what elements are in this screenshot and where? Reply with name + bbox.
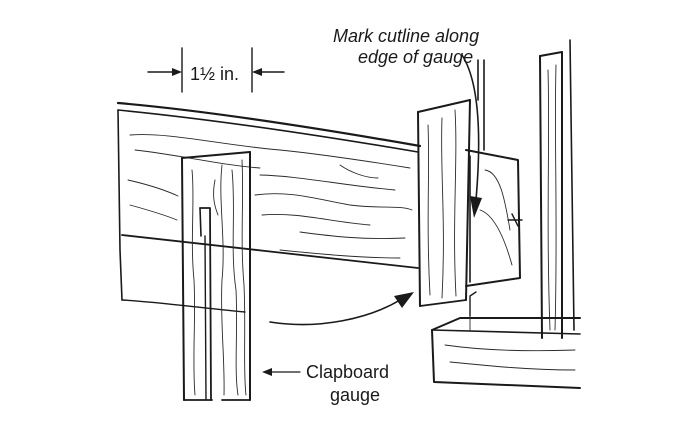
clapboard-board bbox=[116, 101, 422, 313]
dimension-marker: 1½ in. bbox=[147, 47, 285, 93]
dimension-label: 1½ in. bbox=[190, 64, 239, 84]
mark-cutline-label-line1: Mark cutline along bbox=[333, 26, 479, 46]
gauge-leader bbox=[262, 368, 301, 376]
corner-trim bbox=[477, 39, 575, 339]
arrow-to-edge bbox=[461, 54, 482, 218]
dimension-arrow-left bbox=[172, 68, 182, 76]
clapboard-end bbox=[465, 149, 523, 287]
arrow-to-corner bbox=[269, 292, 414, 326]
dimension-arrow-right bbox=[252, 68, 262, 76]
gauge-at-corner bbox=[417, 99, 471, 307]
sill-board bbox=[431, 291, 581, 389]
clapboard-gauge bbox=[181, 151, 251, 401]
arrow-head-corner bbox=[394, 292, 414, 308]
gauge-label-line1: Clapboard bbox=[306, 362, 389, 382]
arrow-head-edge bbox=[470, 196, 482, 218]
gauge-leader-arrow bbox=[262, 368, 272, 376]
gauge-label-line2: gauge bbox=[330, 385, 380, 405]
mark-cutline-label-line2: edge of gauge bbox=[358, 47, 473, 67]
